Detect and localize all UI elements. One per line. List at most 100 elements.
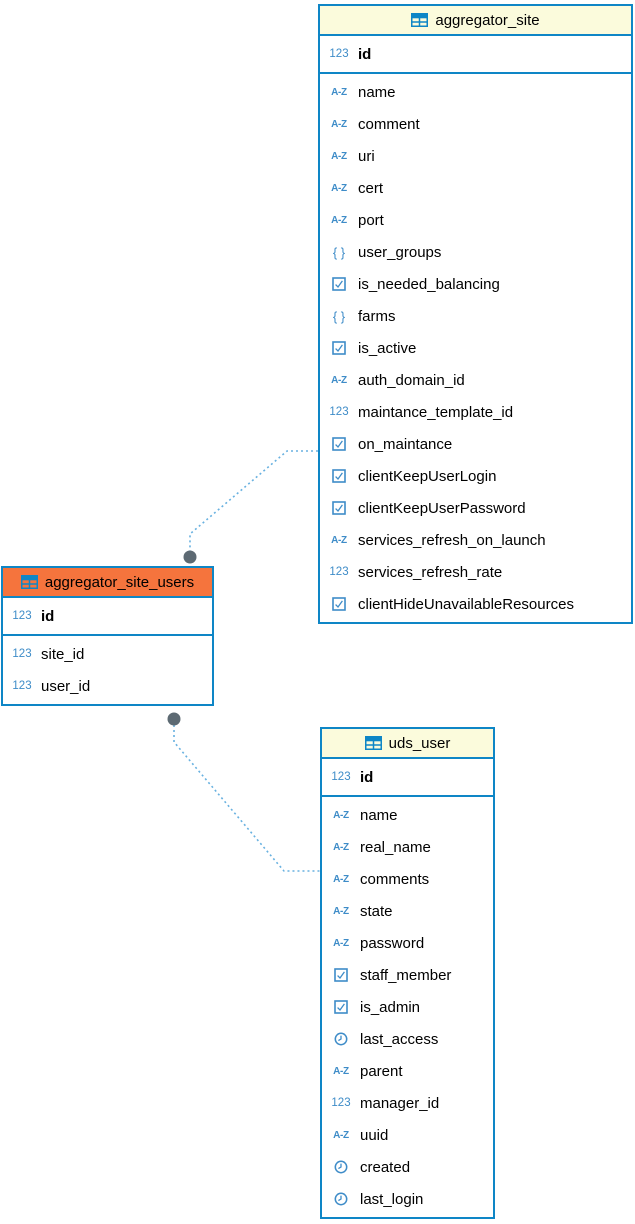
checkbox-icon xyxy=(327,469,351,483)
text-type-icon: A-Z xyxy=(331,118,347,130)
column-name: maintance_template_id xyxy=(358,403,514,421)
column-row-is_admin[interactable]: is_admin xyxy=(322,991,493,1023)
checkbox-icon xyxy=(327,437,351,451)
clock-icon xyxy=(329,1160,353,1174)
key-column-row-id[interactable]: 123 id xyxy=(320,38,631,70)
column-name: real_name xyxy=(360,838,431,856)
json-type-icon: { } xyxy=(332,308,346,324)
column-row-name[interactable]: A-Z name xyxy=(320,76,631,108)
relationship-endpoint-dot xyxy=(183,550,197,564)
column-row-created[interactable]: created xyxy=(322,1151,493,1183)
text-type-icon: A-Z xyxy=(331,150,347,162)
text-type-icon: A-Z xyxy=(333,1129,349,1141)
table-title: uds_user xyxy=(388,734,451,752)
column-name: services_refresh_on_launch xyxy=(358,531,546,549)
column-name: farms xyxy=(358,307,396,325)
text-type-icon: A-Z xyxy=(333,1065,349,1077)
column-row-services_refresh_rate[interactable]: 123 services_refresh_rate xyxy=(320,556,631,588)
number-type-icon: 123 xyxy=(12,680,32,692)
number-type-icon: 123 xyxy=(329,48,349,60)
table-header-aggregator-site-users[interactable]: aggregator_site_users xyxy=(3,568,212,598)
column-name: created xyxy=(360,1158,411,1176)
column-row-last_access[interactable]: last_access xyxy=(322,1023,493,1055)
column-row-user_groups[interactable]: { }user_groups xyxy=(320,236,631,268)
column-row-parent[interactable]: A-Z parent xyxy=(322,1055,493,1087)
text-type-icon: A-Z xyxy=(333,873,349,885)
column-row-clientKeepUserLogin[interactable]: clientKeepUserLogin xyxy=(320,460,631,492)
column-row-site_id[interactable]: 123 site_id xyxy=(3,638,212,670)
column-name: is_admin xyxy=(360,998,421,1016)
column-row-name[interactable]: A-Z name xyxy=(322,799,493,831)
column-name: is_needed_balancing xyxy=(358,275,500,293)
json-type-icon: { } xyxy=(332,244,346,260)
column-name: clientHideUnavailableResources xyxy=(358,595,574,613)
number-type-icon: 123 xyxy=(329,566,349,578)
column-name: user_id xyxy=(41,677,91,695)
text-type-icon: A-Z xyxy=(333,809,349,821)
column-name: clientKeepUserPassword xyxy=(358,499,526,517)
column-row-on_maintance[interactable]: on_maintance xyxy=(320,428,631,460)
column-name: services_refresh_rate xyxy=(358,563,503,581)
column-row-comment[interactable]: A-Z comment xyxy=(320,108,631,140)
column-name: last_access xyxy=(360,1030,439,1048)
checkbox-icon xyxy=(329,968,353,982)
text-type-icon: A-Z xyxy=(331,86,347,98)
column-row-services_refresh_on_launch[interactable]: A-Z services_refresh_on_launch xyxy=(320,524,631,556)
column-name: uri xyxy=(358,147,375,165)
column-row-clientKeepUserPassword[interactable]: clientKeepUserPassword xyxy=(320,492,631,524)
number-type-icon: 123 xyxy=(12,648,32,660)
column-name: clientKeepUserLogin xyxy=(358,467,497,485)
key-columns-section: 123 id xyxy=(320,36,631,74)
column-name: comment xyxy=(358,115,420,133)
checkbox-icon xyxy=(327,341,351,355)
column-name: id xyxy=(358,45,372,63)
column-name: last_login xyxy=(360,1190,424,1208)
column-name: uuid xyxy=(360,1126,389,1144)
column-row-last_login[interactable]: last_login xyxy=(322,1183,493,1215)
column-name: is_active xyxy=(358,339,417,357)
column-row-uuid[interactable]: A-Z uuid xyxy=(322,1119,493,1151)
number-type-icon: 123 xyxy=(12,610,32,622)
column-name: port xyxy=(358,211,384,229)
column-name: name xyxy=(358,83,396,101)
columns-section: 123 site_id 123 user_id xyxy=(3,636,212,704)
table-header-uds-user[interactable]: uds_user xyxy=(322,729,493,759)
text-type-icon: A-Z xyxy=(331,534,347,546)
text-type-icon: A-Z xyxy=(333,905,349,917)
column-name: site_id xyxy=(41,645,85,663)
column-row-is_active[interactable]: is_active xyxy=(320,332,631,364)
column-name: id xyxy=(360,768,374,786)
table-icon xyxy=(20,575,38,589)
column-name: staff_member xyxy=(360,966,452,984)
column-row-farms[interactable]: { } farms xyxy=(320,300,631,332)
column-row-uri[interactable]: A-Z uri xyxy=(320,140,631,172)
table-header-aggregator-site[interactable]: aggregator_site xyxy=(320,6,631,36)
table-title: aggregator_site xyxy=(435,11,540,29)
column-row-clientHideUnavailableResources[interactable]: clientHideUnavailableResources xyxy=(320,588,631,620)
column-row-staff_member[interactable]: staff_member xyxy=(322,959,493,991)
column-row-user_id[interactable]: 123 user_id xyxy=(3,670,212,702)
column-row-is_needed_balancing[interactable]: is_needed_balancing xyxy=(320,268,631,300)
column-name: auth_domain_id xyxy=(358,371,465,389)
table-icon xyxy=(411,13,429,27)
column-name: manager_id xyxy=(360,1094,440,1112)
column-name: name xyxy=(360,806,398,824)
clock-icon xyxy=(329,1032,353,1046)
column-name: parent xyxy=(360,1062,403,1080)
